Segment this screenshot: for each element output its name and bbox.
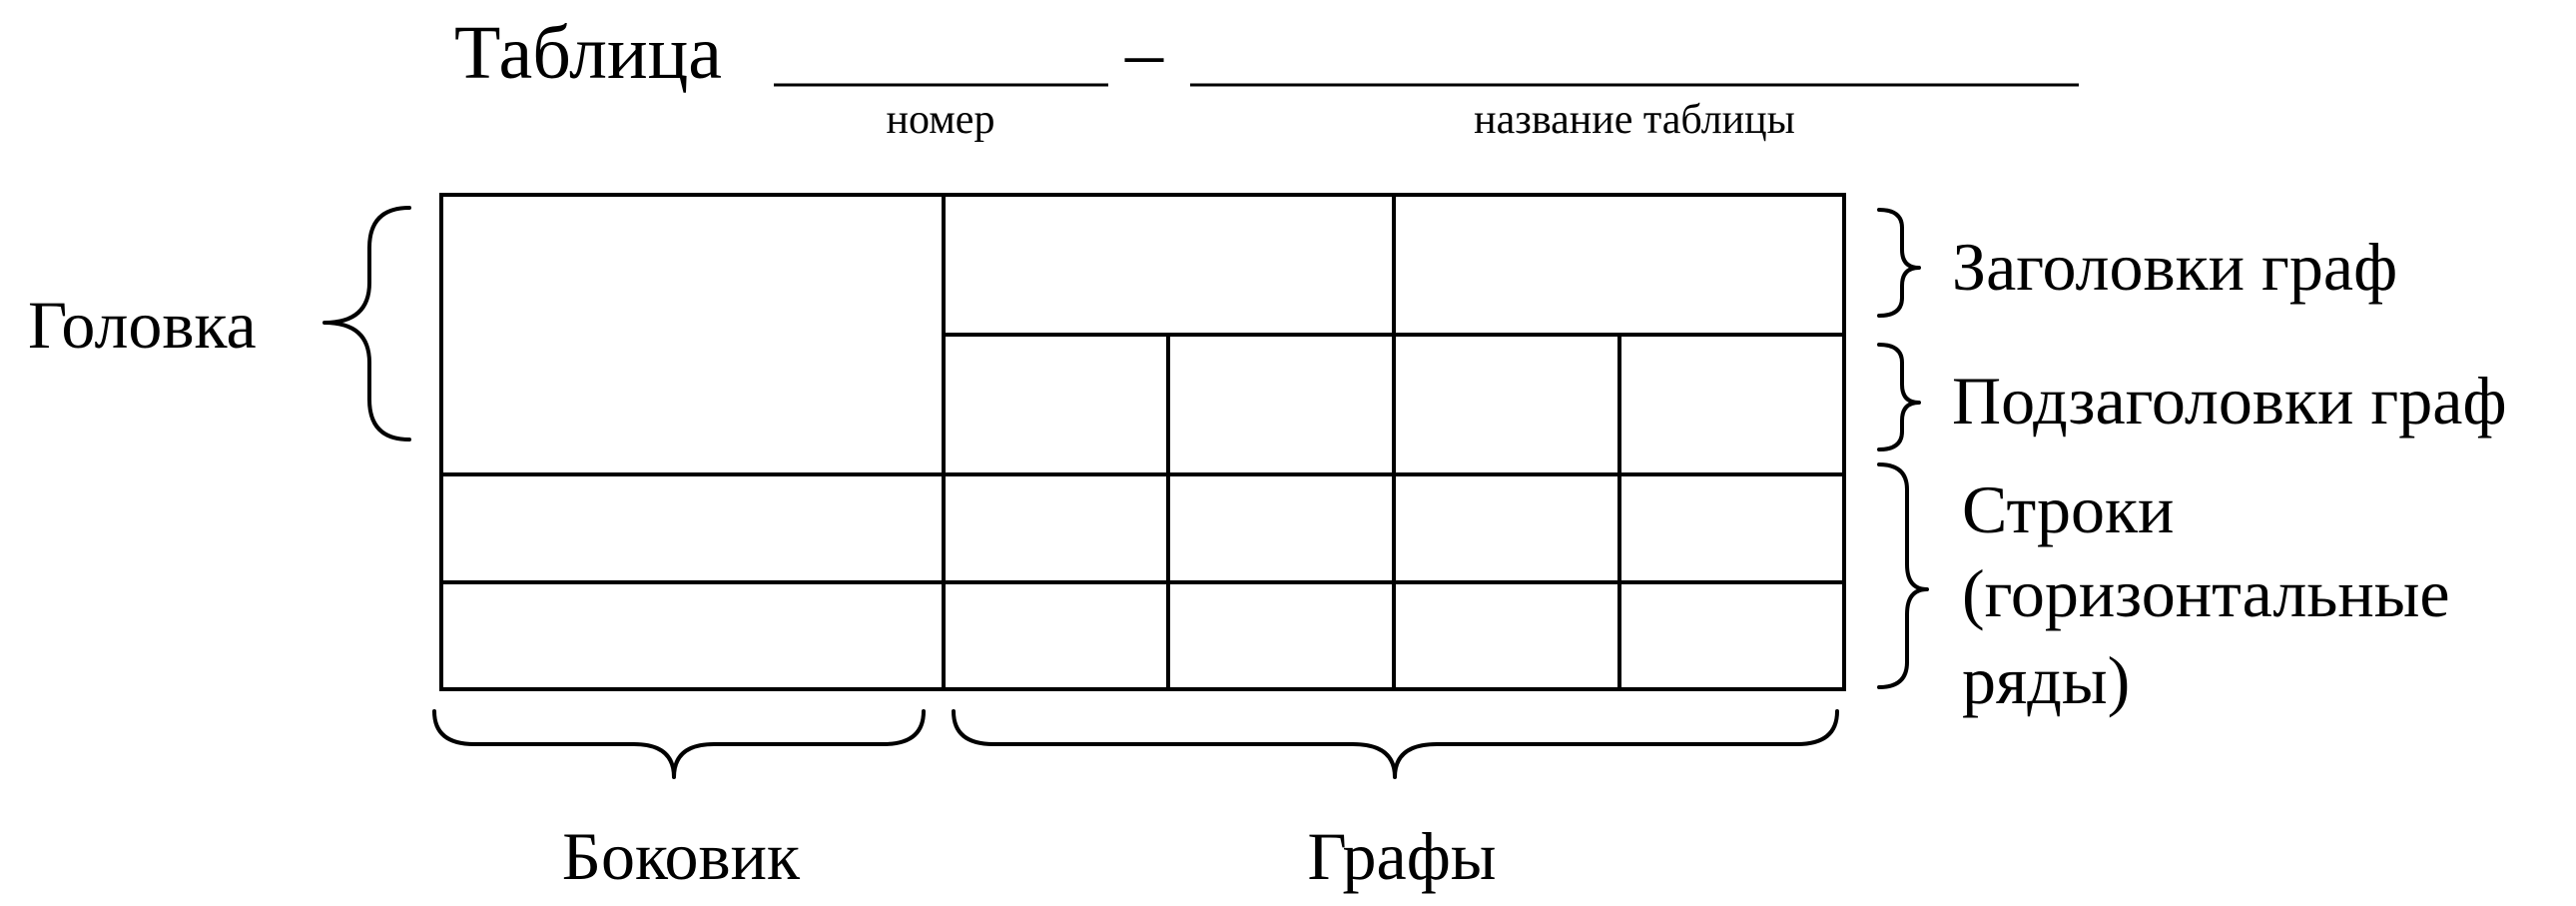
stub-brace (432, 709, 926, 779)
column-subheaders-brace (1877, 343, 1921, 452)
columns-brace (952, 709, 1839, 779)
head-brace (322, 206, 411, 442)
column-headers-label: Заголовки граф (1952, 229, 2397, 305)
head-label: Головка (28, 287, 257, 363)
title-dash: – (1124, 11, 1164, 95)
table-outline (439, 193, 1846, 691)
columns-label: Графы (1308, 818, 1497, 894)
rows-label-line1: Строки (1962, 471, 2174, 547)
column-subheaders-label: Подзаголовки граф (1952, 363, 2507, 439)
rows-brace (1877, 462, 1929, 689)
title-prefix: Таблица (454, 11, 722, 95)
number-caption: номер (887, 97, 995, 143)
stub-label: Боковик (562, 818, 801, 894)
rows-label-line3: ряды) (1962, 642, 2130, 718)
column-headers-brace (1877, 208, 1921, 318)
table-grid (439, 193, 1846, 691)
name-caption: название таблицы (1474, 97, 1795, 143)
rows-label-line2: (горизонтальные (1962, 555, 2450, 631)
